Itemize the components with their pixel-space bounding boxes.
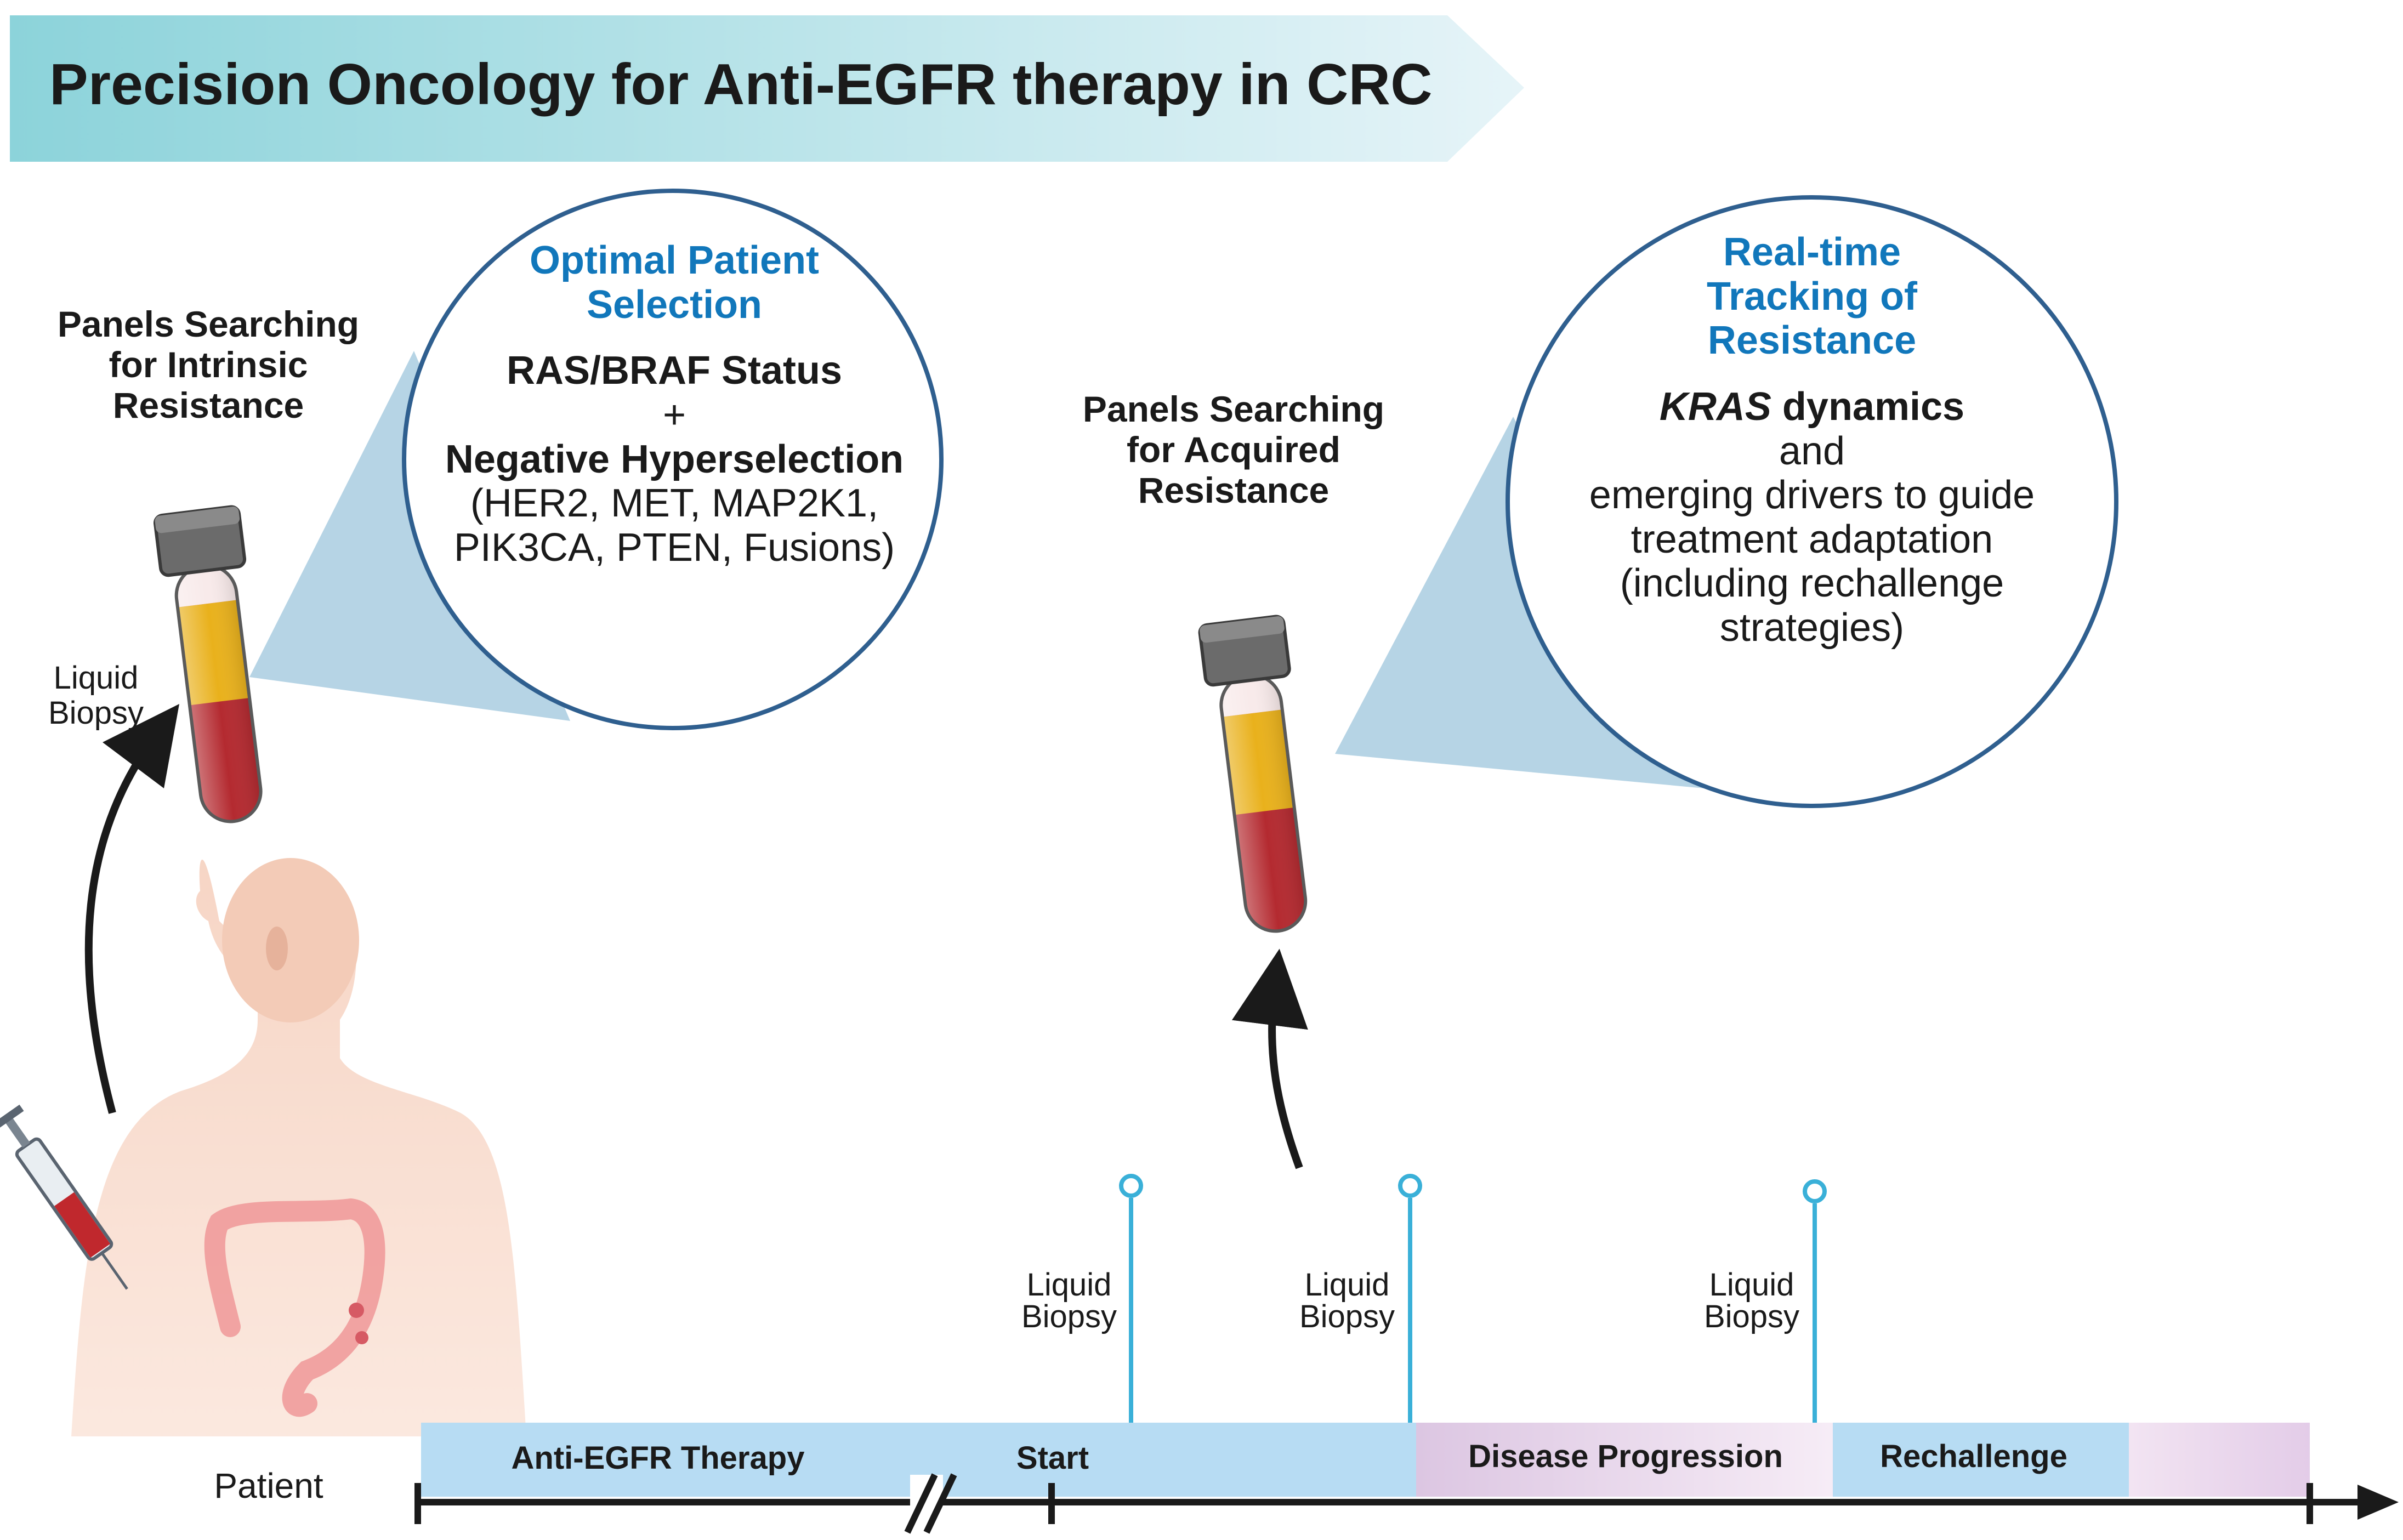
bubble-line: and [1779, 429, 1845, 473]
intrinsic-panel-label: Panels Searching for Intrinsic Resistanc… [33, 304, 384, 426]
timeline-biopsy-label: Liquid Biopsy [998, 1269, 1140, 1333]
blood-tube-icon [154, 505, 263, 823]
timeline-biopsy-label: Liquid Biopsy [1680, 1269, 1823, 1333]
right-bubble-text: Real-time Tracking of Resistance KRAS dy… [1554, 230, 2070, 650]
label-line: Liquid [1304, 1267, 1390, 1303]
bubble-line: strategies) [1719, 606, 1905, 650]
bubble-line: RAS/BRAF Status [506, 349, 843, 393]
kras-dynamics: dynamics [1771, 384, 1965, 429]
bubble-line: (HER2, MET, MAP2K1, [470, 481, 879, 526]
bubble-plus: + [662, 393, 686, 437]
liquid-biopsy-label: Liquid Biopsy [33, 661, 159, 731]
bubble-heading: Optimal Patient [529, 238, 820, 282]
label-line: Biopsy [1021, 1299, 1117, 1334]
label-line: Biopsy [1703, 1299, 1800, 1334]
arrow-up-icon [1231, 948, 1308, 1169]
syringe-icon [0, 1104, 128, 1290]
label-line: for Intrinsic [109, 344, 308, 385]
bubble-line: (including rechallenge [1620, 561, 2004, 606]
patient-body-icon [71, 858, 526, 1436]
patient-label: Patient [214, 1466, 323, 1505]
kras-gene: KRAS [1659, 384, 1771, 429]
segment-label-progression: Disease Progression [1468, 1439, 1783, 1474]
timeline-segment-end [2129, 1423, 2310, 1497]
label-line: Panels Searching [1082, 389, 1385, 429]
left-bubble-text: Optimal Patient Selection RAS/BRAF Statu… [428, 238, 921, 570]
label-line: Panels Searching [57, 304, 360, 344]
label-line: Liquid [1026, 1267, 1112, 1303]
bubble-line: emerging drivers to guide [1589, 473, 2035, 518]
timeline-segment-progression [1416, 1423, 1833, 1497]
biopsy-marker-pin [1398, 1174, 1422, 1198]
page-title: Precision Oncology for Anti-EGFR therapy… [49, 52, 1433, 117]
segment-label-start: Start [1016, 1440, 1089, 1476]
arrow-up-icon [84, 703, 179, 1114]
segment-label-rechallenge: Rechallenge [1880, 1439, 2067, 1474]
bubble-line: treatment adaptation [1631, 517, 1993, 561]
colon-lesion [349, 1303, 364, 1318]
left-bubble [402, 189, 944, 730]
segment-label-therapy: Anti-EGFR Therapy [511, 1440, 805, 1476]
label-line: for Acquired [1127, 429, 1340, 470]
bubble-heading: Real-time [1723, 230, 1901, 274]
bubble-heading: Resistance [1707, 319, 1917, 363]
label-line: Biopsy [1299, 1299, 1395, 1334]
timeline-arrowhead [2357, 1485, 2399, 1520]
bubble-heading: Tracking of [1706, 274, 1918, 319]
header-banner [10, 15, 1524, 162]
axis-break-mark [923, 1473, 957, 1534]
bubble-line: PIK3CA, PTEN, Fusions) [453, 525, 895, 570]
timeline-segment-rechallenge [1833, 1423, 2129, 1497]
blood-tube-icon [1198, 615, 1308, 933]
biopsy-marker-pin [1803, 1179, 1827, 1203]
colon-icon [204, 1198, 385, 1417]
biopsy-marker-pin [1119, 1174, 1143, 1198]
axis-break-mark [904, 1473, 938, 1534]
timeline-biopsy-label: Liquid Biopsy [1276, 1269, 1418, 1333]
bubble-line: Negative Hyperselection [445, 437, 904, 481]
label-line: Liquid [1709, 1267, 1794, 1303]
right-bubble [1506, 195, 2118, 808]
bubble-heading: Selection [586, 282, 763, 327]
label-line: Liquid [53, 660, 139, 696]
label-line: Biopsy [48, 695, 144, 731]
label-line: Resistance [112, 384, 304, 425]
label-line: Resistance [1138, 469, 1330, 510]
colon-lesion [355, 1331, 368, 1344]
bubble-line: KRAS dynamics [1554, 385, 2070, 429]
acquired-panel-label: Panels Searching for Acquired Resistance [1058, 389, 1409, 511]
